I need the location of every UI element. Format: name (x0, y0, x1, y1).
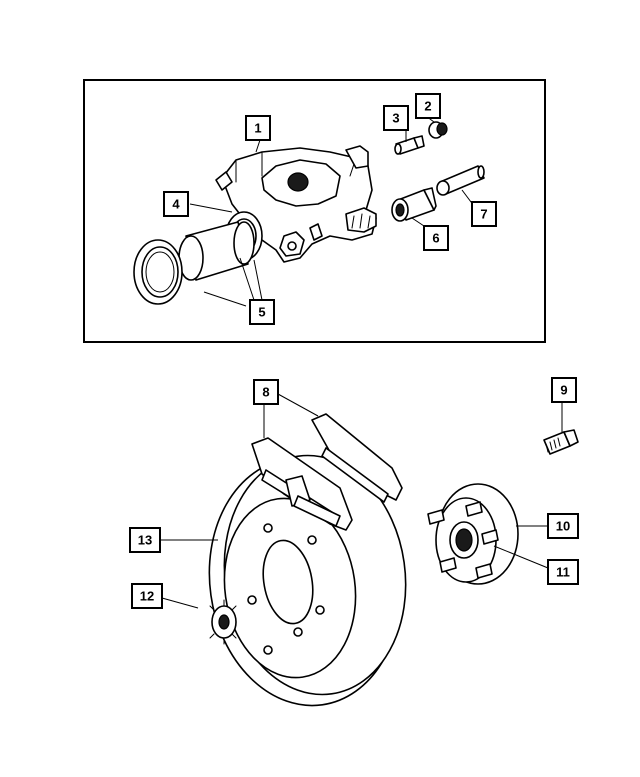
callout-11-label: 11 (556, 565, 570, 580)
guide-pin (436, 165, 485, 196)
leader-lines (160, 115, 563, 609)
callout-5: 5 (249, 299, 275, 325)
callout-8-label: 8 (262, 385, 269, 400)
callout-12-label: 12 (140, 589, 154, 604)
callout-2: 2 (415, 93, 441, 119)
callout-3-label: 3 (392, 111, 399, 126)
callout-2-label: 2 (424, 99, 431, 114)
callout-7: 7 (471, 201, 497, 227)
caliper-piston (178, 221, 255, 281)
mounting-bolt (543, 429, 579, 455)
callout-10-label: 10 (556, 519, 570, 534)
callout-6-label: 6 (432, 231, 439, 246)
callout-8: 8 (253, 379, 279, 405)
callout-13-label: 13 (138, 533, 152, 548)
callout-4: 4 (163, 191, 189, 217)
dust-boot (133, 239, 183, 305)
callout-12: 12 (131, 583, 163, 609)
callout-1-label: 1 (254, 121, 261, 136)
callout-9-label: 9 (560, 383, 567, 398)
brake-rotor (208, 454, 407, 707)
caliper-group-frame (83, 79, 546, 343)
callout-6: 6 (423, 225, 449, 251)
callout-9: 9 (551, 377, 577, 403)
callout-13: 13 (129, 527, 161, 553)
callout-1: 1 (245, 115, 271, 141)
brake-pads (251, 413, 403, 531)
callout-4-label: 4 (172, 197, 180, 212)
callout-11: 11 (547, 559, 579, 585)
wheel-hub (427, 483, 519, 585)
callout-5-label: 5 (258, 305, 265, 320)
bleeder-screw (394, 135, 425, 155)
callout-3: 3 (383, 105, 409, 131)
callout-10: 10 (547, 513, 579, 539)
bleeder-cap (428, 121, 448, 139)
guide-pin-bushing (391, 187, 437, 222)
callout-7-label: 7 (480, 207, 487, 222)
hub-nut (209, 599, 237, 645)
